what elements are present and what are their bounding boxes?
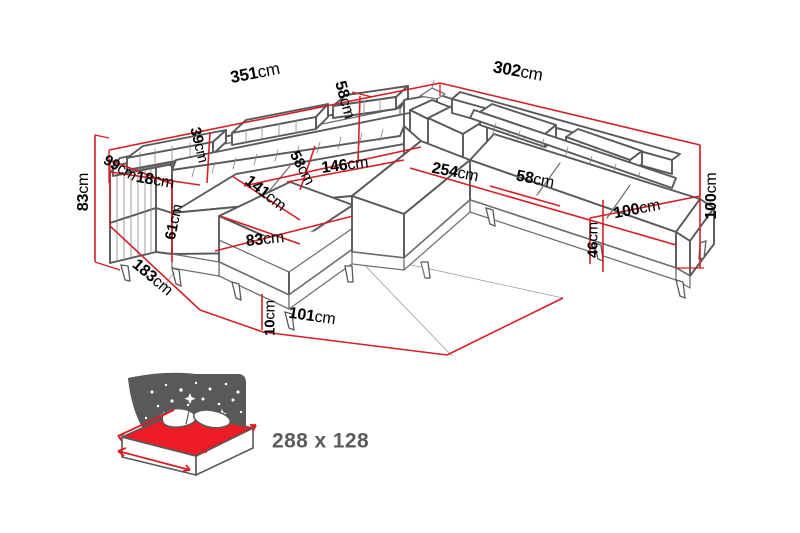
night-panel-swoosh	[128, 378, 150, 440]
bed-dimension-arrows	[117, 409, 257, 472]
dimension-lines	[94, 82, 704, 356]
sofa-left-arm	[109, 153, 173, 264]
sofa-left-legs	[120, 264, 354, 332]
sleeping-area-label: 288 x 128	[272, 429, 370, 453]
sofa-left-backrest	[112, 85, 409, 178]
pillows	[161, 407, 232, 429]
sofa-corner-section	[351, 79, 488, 279]
